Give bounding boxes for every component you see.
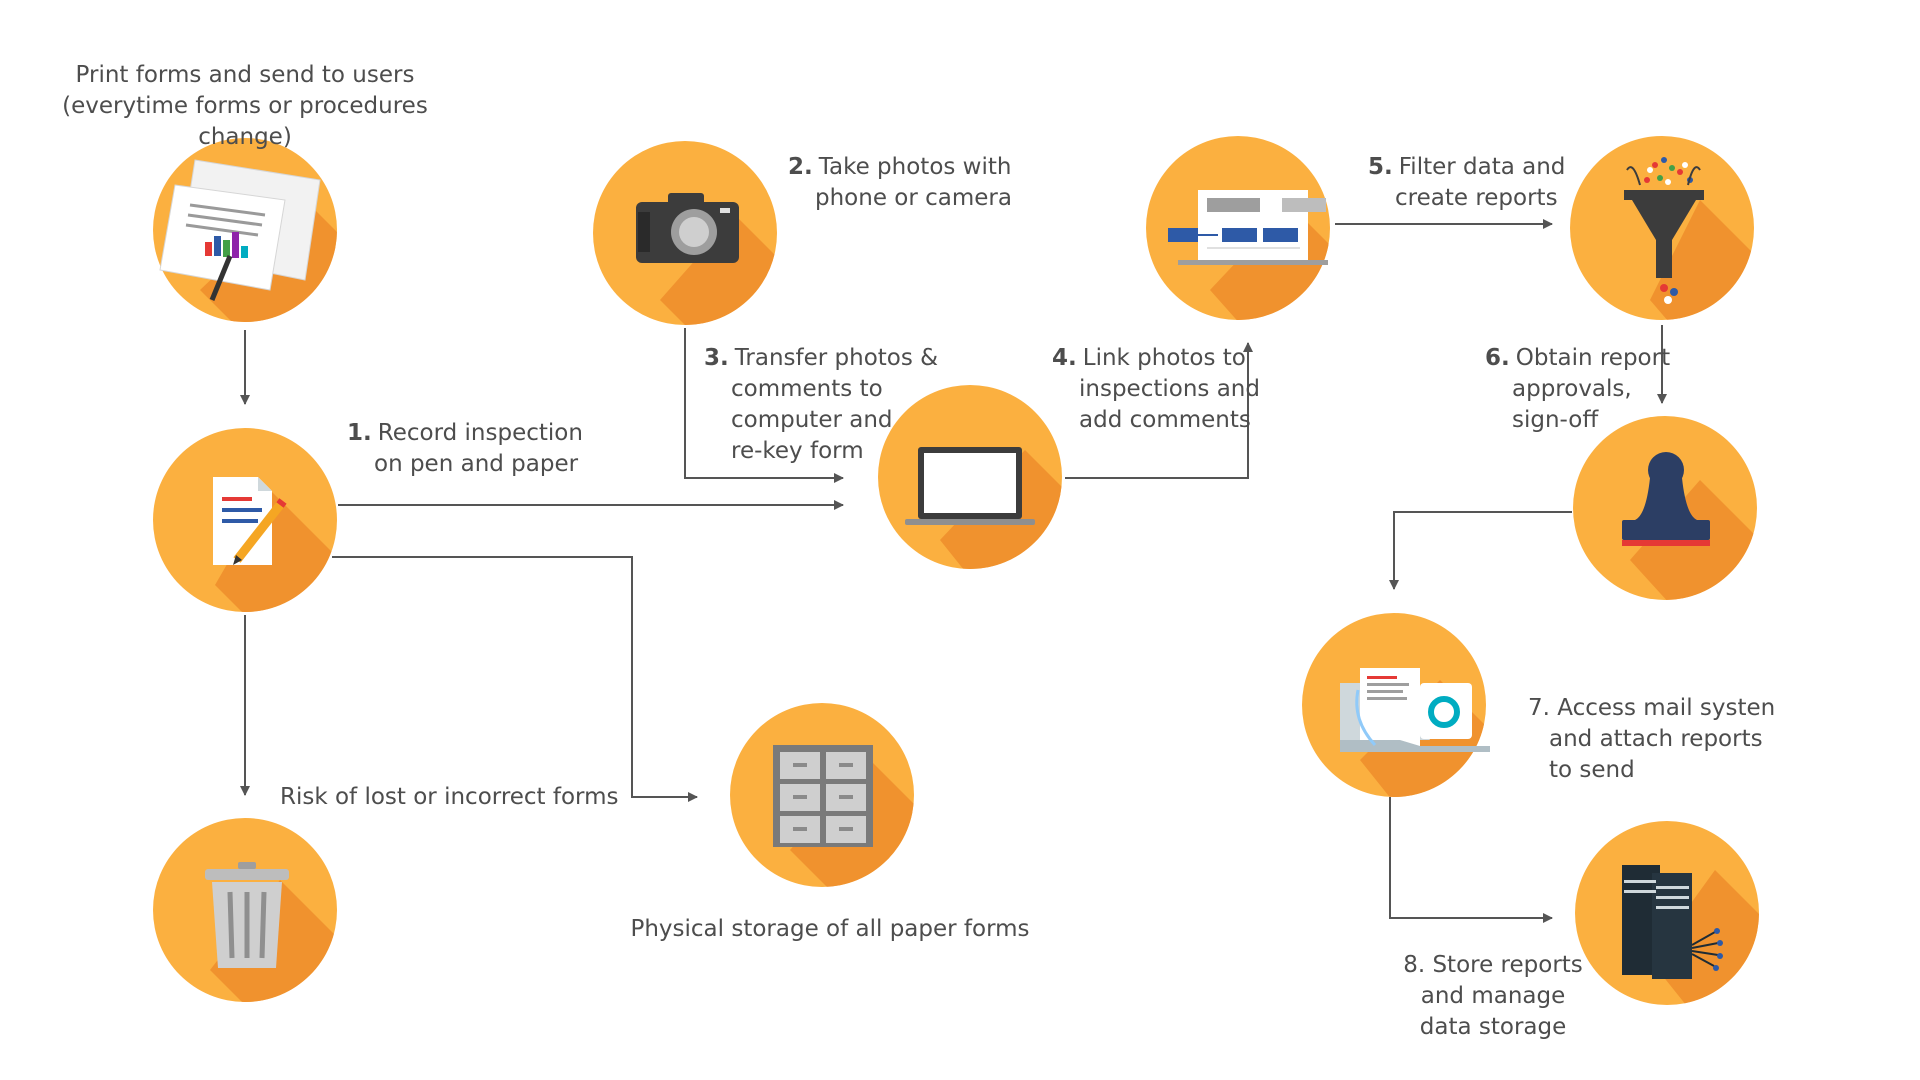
step-number: 1. bbox=[347, 420, 372, 446]
step-5-label: 5.Filter data and create reports bbox=[1368, 154, 1566, 211]
step-1-label: 1.Record inspection on pen and paper bbox=[347, 420, 583, 477]
filing-cabinet-icon bbox=[773, 745, 873, 847]
arrow-laptop-to-monitor bbox=[1065, 342, 1253, 479]
arrow-camera-to-laptop bbox=[684, 328, 844, 483]
step-number: 4. bbox=[1052, 345, 1077, 371]
step-4-label: 4.Link photos to inspections and add com… bbox=[1052, 345, 1260, 433]
funnel-icon bbox=[1624, 157, 1704, 304]
node-print-forms bbox=[153, 138, 337, 322]
step-7-label: 7. Access mail systen and attach reports… bbox=[1528, 695, 1776, 783]
step-6-label: 6.Obtain report approvals, sign-off bbox=[1485, 345, 1671, 433]
node-record-inspection bbox=[153, 428, 337, 612]
node-mail bbox=[1302, 613, 1490, 797]
node-servers bbox=[1575, 821, 1759, 1005]
step-3-label: 3.Transfer photos & comments to computer… bbox=[704, 345, 939, 464]
paper-documents-icon bbox=[159, 159, 321, 301]
node-funnel bbox=[1570, 136, 1754, 320]
step-number: 2. bbox=[788, 154, 813, 180]
node-camera bbox=[593, 141, 777, 325]
mail-attachment-icon bbox=[1340, 668, 1490, 752]
node-stamp bbox=[1573, 416, 1757, 600]
risk-label: Risk of lost or incorrect forms bbox=[280, 784, 619, 810]
step-number: 3. bbox=[704, 345, 729, 371]
laptop-icon bbox=[905, 447, 1035, 525]
node-trash bbox=[153, 818, 337, 1002]
connectors bbox=[240, 219, 1667, 923]
monitor-dashboard-icon bbox=[1168, 190, 1328, 265]
form-pencil-icon bbox=[213, 477, 287, 565]
arrow-mail-to-servers bbox=[1389, 797, 1553, 923]
step-number: 6. bbox=[1485, 345, 1510, 371]
stamp-icon bbox=[1622, 452, 1710, 546]
trash-can-icon bbox=[205, 862, 289, 968]
camera-icon bbox=[636, 193, 739, 263]
node-filing-cabinet bbox=[730, 703, 914, 887]
storage-label: Physical storage of all paper forms bbox=[630, 916, 1030, 942]
print-forms-label: Print forms and send to users (everytime… bbox=[62, 62, 428, 150]
step-2-label: 2.Take photos with phone or camera bbox=[788, 154, 1012, 211]
server-rack-icon bbox=[1622, 865, 1723, 979]
arrow-record-to-storage bbox=[332, 556, 698, 802]
step-number: 5. bbox=[1368, 154, 1393, 180]
step-8-label: 8. Store reports and manage data storage bbox=[1403, 952, 1583, 1040]
arrow-stamp-to-mail bbox=[1389, 511, 1572, 590]
node-monitor bbox=[1146, 136, 1330, 320]
